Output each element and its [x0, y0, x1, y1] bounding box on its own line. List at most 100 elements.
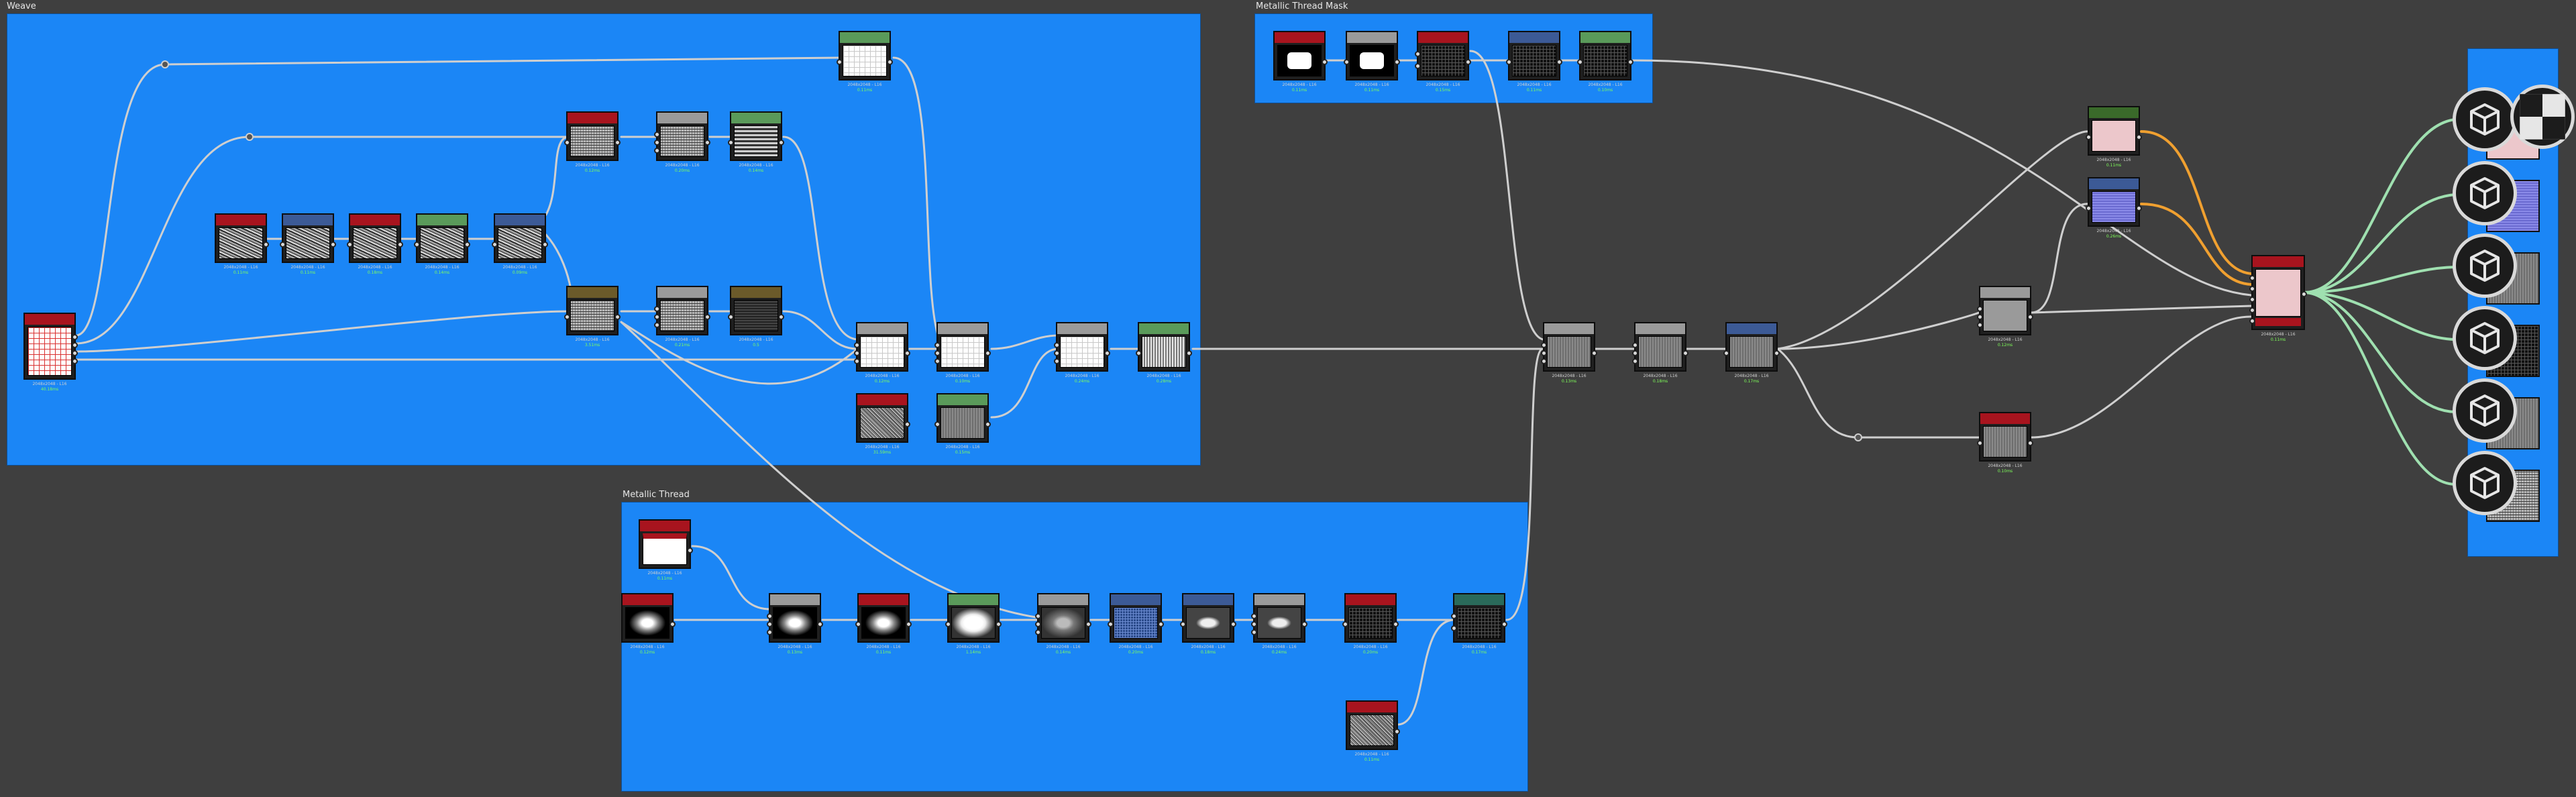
node-normal-map[interactable]: 2048x2048 - L16 0.26ms: [2086, 177, 2142, 239]
cube-icon[interactable]: [2453, 451, 2517, 515]
input-port[interactable]: [347, 242, 353, 248]
output-port[interactable]: [904, 350, 910, 356]
input-port[interactable]: [854, 342, 860, 348]
input-port[interactable]: [414, 242, 420, 248]
node-transformation[interactable]: 2048x2048 - L16 0.17ms: [1723, 322, 1780, 384]
node-material[interactable]: 2048x2048 - L16 0.11ms: [2249, 255, 2307, 342]
output-port[interactable]: [778, 140, 784, 146]
input-port[interactable]: [654, 148, 660, 154]
output-port[interactable]: [72, 342, 78, 348]
cube-icon[interactable]: [2453, 87, 2517, 152]
input-port[interactable]: [934, 358, 941, 364]
input-port[interactable]: [492, 242, 498, 248]
output-port[interactable]: [614, 140, 621, 146]
input-port[interactable]: [1506, 59, 1512, 65]
input-port[interactable]: [2086, 134, 2092, 140]
node-shape[interactable]: 2048x2048 - L16 0.11ms: [639, 519, 693, 581]
node-transformation[interactable]: 2048x2048 - L16 0.11ms: [280, 213, 336, 275]
input-port[interactable]: [1632, 358, 1638, 364]
node-transformation[interactable]: 2048x2048 - L16 0.11ms: [1506, 31, 1562, 93]
input-port[interactable]: [1136, 350, 1142, 356]
output-port[interactable]: [1394, 59, 1400, 65]
node-shape[interactable]: 2048x2048 - L16 0.11ms: [1273, 31, 1328, 93]
node-directional-warp[interactable]: 2048x2048 - L16 0.5: [728, 286, 784, 348]
output-port[interactable]: [887, 59, 893, 65]
cube-icon[interactable]: [2453, 161, 2517, 225]
input-port[interactable]: [728, 140, 734, 146]
node-tile-generator[interactable]: 2048x2048 - L16 0.15ms: [1415, 31, 1471, 93]
input-port[interactable]: [1541, 358, 1547, 364]
output-port[interactable]: [542, 242, 548, 248]
output-port[interactable]: [817, 621, 823, 627]
reroute-dot[interactable]: [161, 60, 169, 68]
input-port[interactable]: [1632, 350, 1638, 356]
input-port[interactable]: [1451, 613, 1457, 619]
input-port[interactable]: [1251, 613, 1257, 619]
output-port[interactable]: [704, 314, 710, 320]
input-port[interactable]: [1054, 342, 1060, 348]
input-port[interactable]: [1541, 350, 1547, 356]
output-port[interactable]: [397, 242, 403, 248]
node-normal[interactable]: 2048x2048 - L16 0.10ms: [1977, 412, 2033, 474]
input-port[interactable]: [564, 140, 570, 146]
node-blur[interactable]: 2048x2048 - L16 0.11ms: [1344, 31, 1400, 93]
output-port[interactable]: [985, 421, 991, 427]
output-port[interactable]: [778, 314, 784, 320]
output-port[interactable]: [1465, 59, 1471, 65]
frame-weave[interactable]: [7, 13, 1201, 466]
input-port[interactable]: [1723, 350, 1729, 356]
input-port[interactable]: [934, 342, 941, 348]
input-port[interactable]: [837, 59, 843, 65]
node-shape-splatter[interactable]: 2048x2048 - L16 3.51ms: [564, 286, 621, 348]
output-port[interactable]: [1393, 621, 1399, 627]
output-port[interactable]: [2136, 205, 2142, 211]
node-transformation[interactable]: 2048x2048 - L16 0.20ms: [1108, 593, 1164, 655]
input-port[interactable]: [1977, 440, 1983, 446]
output-port[interactable]: [2027, 314, 2033, 320]
input-port[interactable]: [1344, 59, 1350, 65]
node-directional-warp[interactable]: 2048x2048 - L16 0.17ms: [1451, 593, 1507, 655]
node-levels[interactable]: 2048x2048 - L16 0.10ms: [1577, 31, 1633, 93]
node-levels[interactable]: 2048x2048 - L16 0.14ms: [728, 111, 784, 173]
node-levels[interactable]: 2048x2048 - L16 0.11ms: [837, 31, 893, 93]
reroute-dot[interactable]: [246, 133, 254, 141]
input-port[interactable]: [2249, 275, 2255, 281]
input-port[interactable]: [728, 314, 734, 320]
reroute-dot[interactable]: [1854, 433, 1862, 441]
output-port[interactable]: [1301, 621, 1307, 627]
input-port[interactable]: [654, 140, 660, 146]
output-port[interactable]: [72, 358, 78, 364]
input-port[interactable]: [1977, 306, 1983, 312]
node-warp[interactable]: 2048x2048 - L16 0.18ms: [347, 213, 403, 275]
output-port[interactable]: [2136, 134, 2142, 140]
input-port[interactable]: [1054, 350, 1060, 356]
output-port[interactable]: [704, 140, 710, 146]
node-blend[interactable]: 2048x2048 - L16 0.12ms: [854, 322, 910, 384]
node-blend[interactable]: 2048x2048 - L16 0.18ms: [1632, 322, 1688, 384]
input-port[interactable]: [767, 613, 773, 619]
node-blend[interactable]: 2048x2048 - L16 0.13ms: [767, 593, 823, 655]
input-port[interactable]: [945, 621, 951, 627]
input-port[interactable]: [934, 350, 941, 356]
input-port[interactable]: [1577, 59, 1583, 65]
node-blend[interactable]: 2048x2048 - L16 0.12ms: [1977, 286, 2033, 348]
output-port[interactable]: [72, 350, 78, 356]
input-port[interactable]: [654, 131, 660, 138]
input-port[interactable]: [2249, 318, 2255, 324]
output-port[interactable]: [330, 242, 336, 248]
node-levels[interactable]: 2048x2048 - L16 1.14ms: [945, 593, 1002, 655]
input-port[interactable]: [1035, 629, 1041, 635]
output-port[interactable]: [263, 242, 269, 248]
input-port[interactable]: [767, 621, 773, 627]
cube-icon[interactable]: [2453, 306, 2517, 370]
node-warp[interactable]: 2048x2048 - L16 0.11ms: [855, 593, 912, 655]
input-port[interactable]: [1035, 613, 1041, 619]
node-blend[interactable]: 2048x2048 - L16 0.24ms: [1251, 593, 1307, 655]
input-port[interactable]: [654, 314, 660, 320]
node-levels[interactable]: 2048x2048 - L16 0.28ms: [1136, 322, 1192, 384]
node-blend[interactable]: 2048x2048 - L16 0.10ms: [934, 322, 991, 384]
input-port[interactable]: [654, 306, 660, 312]
checker-icon[interactable]: [2510, 85, 2575, 149]
input-port[interactable]: [1108, 621, 1114, 627]
input-port[interactable]: [2249, 286, 2255, 292]
